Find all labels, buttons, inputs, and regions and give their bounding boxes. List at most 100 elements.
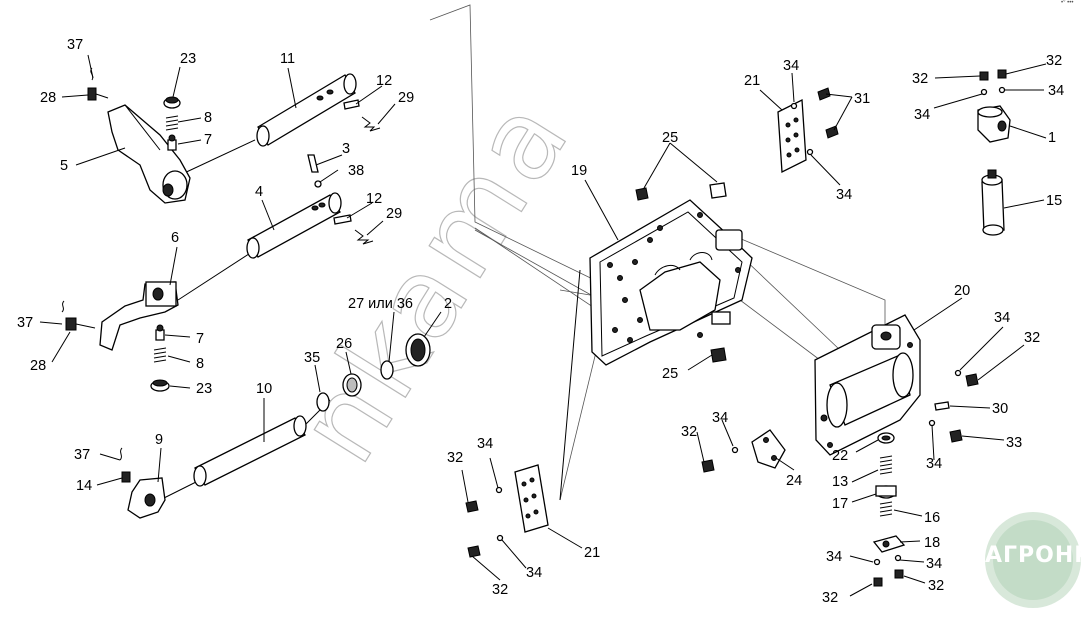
part-27-36-ring	[380, 360, 394, 380]
callout-5: 5	[60, 158, 68, 174]
callout-12: 12	[376, 73, 392, 89]
callout-34: 34	[926, 556, 942, 572]
bolt-28-mid	[61, 300, 96, 331]
part-9-lever	[119, 447, 166, 519]
leader-lines	[39, 54, 1047, 597]
callout-34: 34	[994, 310, 1010, 326]
callout-32: 32	[1046, 53, 1062, 69]
corner-mark: •° •••	[1061, 0, 1074, 6]
callout-2: 2	[444, 296, 452, 312]
watermark: nkama	[273, 73, 597, 484]
callout-29: 29	[398, 90, 414, 106]
part-5-lever	[107, 104, 191, 204]
callout-34: 34	[1048, 83, 1064, 99]
part-26-seal	[342, 373, 362, 397]
logo-text: АГРОНКА	[985, 543, 1089, 568]
callout-34: 34	[926, 456, 942, 472]
logo-text-part2: НКА	[1054, 543, 1089, 568]
logo-text-part1: АГРО	[985, 543, 1055, 568]
pin-12-spring-29-mid	[333, 214, 374, 245]
pin-12-spring-29-top	[343, 99, 381, 132]
part-21-plate-top	[777, 98, 807, 174]
callout-32: 32	[447, 450, 463, 466]
callout-6: 6	[171, 230, 179, 246]
watermark-text: nkama	[273, 74, 595, 484]
callout-23: 23	[180, 51, 196, 67]
callout-26: 26	[336, 336, 352, 352]
callout-19: 19	[571, 163, 587, 179]
callout-32: 32	[928, 578, 944, 594]
logo-inner-circle	[993, 520, 1073, 600]
callout-14: 14	[76, 478, 92, 494]
callout-35: 35	[304, 350, 320, 366]
part-21-plate-bottom	[465, 464, 549, 558]
callout-17: 17	[832, 496, 848, 512]
detent-parts-mid	[150, 324, 170, 392]
callout-34: 34	[826, 549, 842, 565]
callout-1: 1	[1048, 130, 1056, 146]
callout-37: 37	[74, 447, 90, 463]
part-35-ring	[316, 392, 330, 412]
callout-8: 8	[196, 356, 204, 372]
callout-33: 33	[1006, 435, 1022, 451]
callout-34: 34	[836, 187, 852, 203]
callout-31: 31	[854, 91, 870, 107]
part-11-shaft	[256, 73, 357, 147]
part-24-cover	[701, 429, 786, 473]
callout-32: 32	[912, 71, 928, 87]
callout-20: 20	[954, 283, 970, 299]
fasteners-right	[928, 369, 979, 443]
part-2-bearing	[405, 333, 431, 367]
callout-28: 28	[30, 358, 46, 374]
callout-4: 4	[255, 184, 263, 200]
callout-27-or-36: 27 или 36	[348, 296, 413, 312]
callout-22: 22	[832, 448, 848, 464]
part-4-shaft	[246, 192, 342, 259]
callout-labels: 37 28 23 8 7 5 11 12 29 3 38 4 12 29 6 3…	[17, 37, 1064, 606]
callout-3: 3	[342, 141, 350, 157]
part-25-caps	[635, 182, 727, 363]
bolt-28-top	[87, 67, 109, 101]
callout-34: 34	[526, 565, 542, 581]
callout-34: 34	[914, 107, 930, 123]
callout-18: 18	[924, 535, 940, 551]
agronka-logo: АГРОНКА	[985, 512, 1089, 608]
callout-7: 7	[196, 331, 204, 347]
callout-37: 37	[17, 315, 33, 331]
part-15-spool	[981, 169, 1005, 236]
callout-38: 38	[348, 163, 364, 179]
callout-32: 32	[681, 424, 697, 440]
part-3-pin	[307, 154, 322, 188]
callout-28: 28	[40, 90, 56, 106]
part-6-fork	[99, 281, 179, 351]
callout-23: 23	[196, 381, 212, 397]
callout-32: 32	[1024, 330, 1040, 346]
callout-9: 9	[155, 432, 163, 448]
callout-34: 34	[477, 436, 493, 452]
callout-12: 12	[366, 191, 382, 207]
part-20-cylinder	[814, 314, 921, 456]
part-1-valve-body	[977, 69, 1011, 143]
callout-32: 32	[822, 590, 838, 606]
callout-24: 24	[786, 473, 802, 489]
callout-37: 37	[67, 37, 83, 53]
detent-parts-top	[163, 96, 181, 151]
callout-7: 7	[204, 132, 212, 148]
callout-25: 25	[662, 366, 678, 382]
callout-21: 21	[744, 73, 760, 89]
callout-34: 34	[712, 410, 728, 426]
parts-22-13-17-16-18	[872, 432, 906, 587]
callout-30: 30	[992, 401, 1008, 417]
callout-29: 29	[386, 206, 402, 222]
callout-10: 10	[256, 381, 272, 397]
callout-8: 8	[204, 110, 212, 126]
callout-11: 11	[280, 51, 295, 67]
callout-16: 16	[924, 510, 940, 526]
part-19-housing	[589, 199, 753, 366]
callout-21: 21	[584, 545, 600, 561]
callout-34: 34	[783, 58, 799, 74]
part-10-shaft	[193, 415, 307, 487]
callout-13: 13	[832, 474, 848, 490]
